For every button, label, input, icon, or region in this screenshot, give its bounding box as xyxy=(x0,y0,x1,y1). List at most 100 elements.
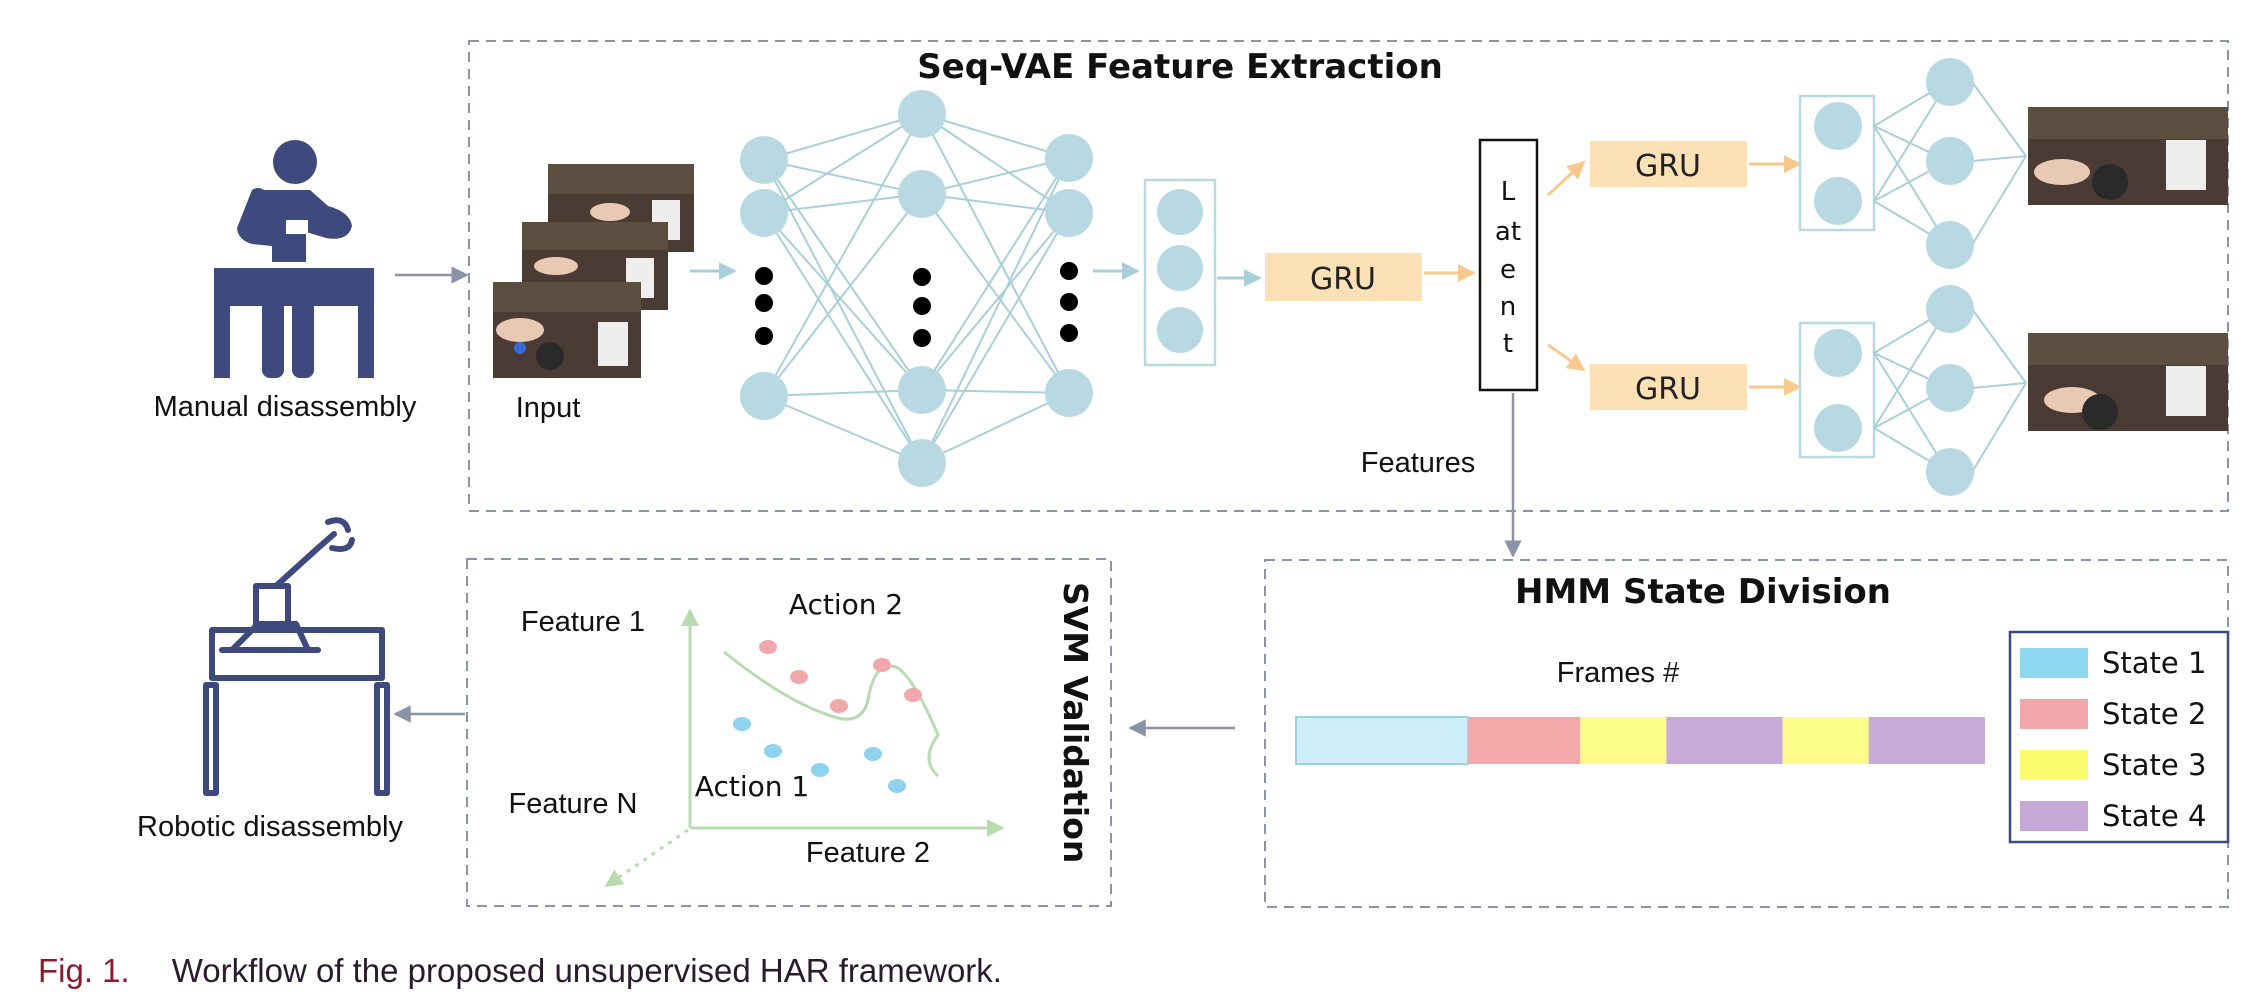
legend-label: State 3 xyxy=(2102,748,2206,782)
latent-letter: e xyxy=(1500,255,1516,285)
decoder-input-box xyxy=(1798,321,1876,459)
network-edge xyxy=(763,159,923,391)
network-edge xyxy=(921,157,1070,464)
network-edge xyxy=(1971,81,2027,157)
network-edge xyxy=(1971,308,2027,384)
network-node xyxy=(898,170,946,218)
network-node xyxy=(740,372,788,420)
network-edge xyxy=(1873,308,1949,429)
svm-decision-boundary xyxy=(723,650,940,778)
state-timeline-bar xyxy=(1295,716,1985,765)
decoder-input-box xyxy=(1798,94,1876,232)
svm-z-axis xyxy=(604,828,689,888)
ellipsis-dot xyxy=(1060,324,1078,342)
network-edge xyxy=(763,113,923,214)
network-edge xyxy=(763,113,923,397)
legend-label: State 1 xyxy=(2102,646,2206,680)
bottleneck-node xyxy=(1157,245,1203,291)
decoder-network-top xyxy=(1798,58,2027,269)
state-segment xyxy=(1468,717,1581,764)
latent-box xyxy=(1478,138,1539,392)
network-edge xyxy=(1873,352,1949,473)
network-edge xyxy=(1971,382,2027,473)
svm-title: SVM Validation xyxy=(1056,582,1095,863)
legend-swatch xyxy=(2020,699,2088,729)
state-segment xyxy=(1580,717,1667,764)
gru-encoder-block xyxy=(1265,253,1422,301)
network-node xyxy=(898,439,946,487)
hmm-panel xyxy=(1264,559,2229,908)
network-edge xyxy=(763,389,923,397)
network-edge xyxy=(763,193,923,214)
network-edge xyxy=(921,157,1070,391)
figure-caption: Fig. 1. Workflow of the proposed unsuperv… xyxy=(38,952,1002,990)
action1-point xyxy=(888,779,906,793)
action1-point xyxy=(733,717,751,731)
network-node xyxy=(1814,404,1862,452)
person-at-table-icon xyxy=(214,140,374,378)
network-node xyxy=(1045,369,1093,417)
network-edge xyxy=(921,113,1070,394)
network-edge xyxy=(921,157,1070,195)
ellipsis-dot xyxy=(755,327,773,345)
action2-point xyxy=(830,699,848,713)
input-frames xyxy=(493,164,694,378)
input-label: Input xyxy=(516,392,581,424)
ellipsis-dot xyxy=(1060,262,1078,280)
robotic-disassembly-label: Robotic disassembly xyxy=(137,811,403,843)
ellipsis-dot xyxy=(913,268,931,286)
network-edge xyxy=(1873,81,1949,202)
action1-point xyxy=(864,747,882,761)
network-node xyxy=(898,90,946,138)
network-edge xyxy=(763,212,923,464)
action2-point xyxy=(873,658,891,672)
network-node xyxy=(740,189,788,237)
action2-label: Action 2 xyxy=(789,588,903,621)
action2-point xyxy=(790,670,808,684)
network-edge xyxy=(763,193,923,397)
network-node xyxy=(1926,58,1974,106)
gru-encoder-label: GRU xyxy=(1310,262,1376,297)
network-node xyxy=(1926,364,1974,412)
network-edge xyxy=(1873,125,1949,246)
arrow-latent-to-gru-top xyxy=(1546,160,1586,197)
state-segment xyxy=(1782,717,1869,764)
caption-label: Fig. 1. xyxy=(38,952,130,989)
input-frame xyxy=(548,164,694,252)
robot-arm-icon xyxy=(203,517,390,796)
action2-point xyxy=(904,688,922,702)
arrow-latent-to-gru-bottom xyxy=(1547,343,1586,372)
output-frame-bottom xyxy=(2028,333,2228,431)
network-node xyxy=(1926,137,1974,185)
gru-decoder-top-label: GRU xyxy=(1635,149,1701,184)
network-node xyxy=(1045,189,1093,237)
ellipsis-dot xyxy=(1060,293,1078,311)
latent-letter: n xyxy=(1500,292,1516,322)
bottleneck-box xyxy=(1143,178,1217,367)
network-node xyxy=(898,366,946,414)
network-edge xyxy=(921,392,1070,464)
network-edge xyxy=(763,159,923,195)
action2-point xyxy=(759,640,777,654)
feature1-label: Feature 1 xyxy=(521,606,645,638)
bottleneck-node xyxy=(1157,307,1203,353)
caption-text: Workflow of the proposed unsupervised HA… xyxy=(171,952,1002,989)
legend-label: State 4 xyxy=(2102,799,2206,833)
network-edge xyxy=(1971,155,2027,246)
svm-panel xyxy=(466,558,1112,907)
network-edge xyxy=(763,159,923,464)
action1-point xyxy=(811,763,829,777)
gru-decoder-bottom-block xyxy=(1590,364,1747,410)
network-node xyxy=(1045,134,1093,182)
network-edge xyxy=(763,212,923,391)
network-edge xyxy=(763,395,923,464)
manual-disassembly-label: Manual disassembly xyxy=(154,391,417,423)
state-segment xyxy=(1868,717,1985,764)
latent-letter: at xyxy=(1495,217,1521,247)
input-frame xyxy=(493,282,641,378)
output-frame-top xyxy=(2028,107,2228,205)
hmm-title: HMM State Division xyxy=(1515,572,1891,612)
ellipsis-dot xyxy=(913,329,931,347)
network-node xyxy=(1814,177,1862,225)
